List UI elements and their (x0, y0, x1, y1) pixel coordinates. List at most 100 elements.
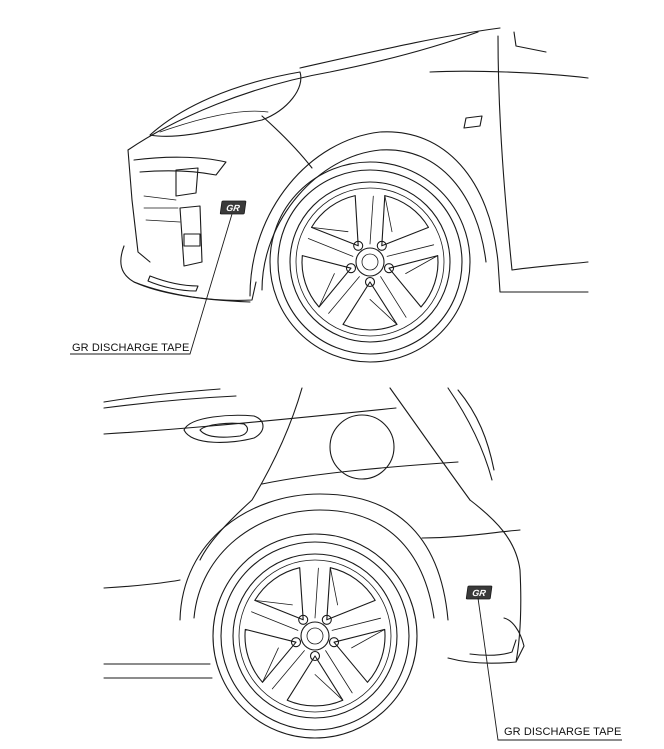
rear-lug-nut (309, 650, 321, 662)
front-tire-outer (269, 161, 471, 363)
rear-rim-outer (232, 553, 398, 719)
rear-bumper (447, 617, 525, 664)
front-callout-leader (70, 213, 233, 355)
rear-fender-outer (469, 499, 522, 663)
rear-hub (300, 621, 330, 651)
front-rim-outer (289, 181, 451, 343)
rear-rim-lip (238, 559, 392, 713)
front-lug-nut (364, 276, 376, 288)
window-line-1 (103, 388, 221, 403)
front-callout-label: GR DISCHARGE TAPE (72, 342, 190, 354)
front-wheel-pocket (310, 195, 359, 247)
rear-wheel-arch (179, 493, 449, 621)
rear-pocket-contour (351, 629, 386, 649)
rear-wheel-pocket (326, 567, 376, 621)
front-lug-nut (376, 240, 387, 251)
side-marker (463, 115, 483, 129)
rear-lug-nut (298, 614, 309, 625)
front-wheel-arch (249, 131, 499, 297)
splitter-slot (147, 275, 199, 292)
rear-lug-nut (321, 614, 332, 625)
a-pillar (497, 35, 513, 271)
rocker-line (497, 261, 589, 293)
front-wheel-spokes (301, 195, 439, 331)
gr-badge-rear-text: GR (472, 588, 487, 598)
front-wheel-pocket (388, 255, 439, 308)
door-top (513, 31, 547, 53)
fender-top-line (429, 70, 589, 79)
rear-pocket-contour (254, 600, 293, 606)
front-hub (355, 247, 385, 277)
hood-crease (299, 27, 501, 69)
front-duct-upper (175, 167, 199, 197)
rear-spoke-split (271, 650, 305, 690)
front-hub-cap (361, 253, 379, 271)
front-intake-outer (133, 156, 227, 176)
rear-wheel-spokes (244, 567, 386, 707)
headlight-inner (159, 110, 269, 133)
fender-crease (261, 115, 313, 169)
rear-wheel-arch-inner (193, 509, 435, 619)
roof-rear (447, 387, 493, 481)
rear-tire-outer (212, 533, 418, 739)
side-skirt-upper (103, 579, 181, 589)
front-lug-nut (353, 240, 364, 251)
door-handle-outer (183, 414, 264, 443)
gr-badge-front-text: GR (226, 203, 241, 213)
rear-pocket-contour (329, 567, 338, 606)
intake-slats (143, 195, 181, 223)
gr-badge-rear: GR (465, 585, 493, 600)
front-splitter (120, 245, 257, 301)
door-bottom (511, 261, 589, 271)
front-duct-lower (179, 205, 203, 267)
quarter-crease (261, 461, 459, 485)
rear-lug-nut (328, 637, 340, 648)
front-wheel-pocket (381, 195, 430, 247)
front-lug-nut (345, 263, 357, 274)
front-spoke-split (328, 276, 360, 314)
front-wheel-pocket (301, 255, 352, 308)
rear-corner-view: GR (103, 387, 622, 741)
door-handle-inner (199, 422, 249, 438)
rear-diffuser (469, 639, 517, 656)
front-spoke-split (380, 276, 407, 318)
front-pocket-contour (384, 195, 393, 233)
front-fascia (127, 149, 151, 263)
front-pocket-contour (405, 255, 439, 274)
rear-wheel-pocket (333, 628, 386, 683)
front-pocket-contour (369, 299, 398, 325)
rear-spoke-split (251, 611, 299, 631)
rear-wheel-pocket (286, 655, 344, 707)
hood-edge (127, 31, 479, 151)
front-lug-nut (383, 263, 395, 274)
window-line-2 (103, 395, 237, 409)
splitter-lower (133, 281, 251, 303)
rear-callout-leader (477, 597, 622, 741)
front-pocket-contour (311, 227, 349, 233)
rear-pocket-contour (314, 674, 344, 701)
door-beltline (103, 407, 397, 435)
front-lug-nuts (345, 240, 395, 288)
rear-tire-sidewall (220, 541, 410, 731)
front-rim-lip (295, 187, 445, 337)
front-corner-view: GR (70, 27, 589, 363)
rear-wheel-pocket (244, 628, 297, 683)
rear-fender-line (421, 529, 521, 539)
headlight (149, 71, 302, 137)
rear-callout-label: GR DISCHARGE TAPE (504, 726, 622, 738)
c-pillar-rear (389, 387, 471, 501)
front-tire-sidewall (277, 169, 463, 355)
rear-spoke-split (325, 650, 353, 694)
rear-lug-nut (290, 637, 302, 648)
front-spoke-split (369, 195, 374, 245)
rear-hub-cap (306, 627, 324, 645)
front-spoke-split (307, 238, 354, 257)
c-pillar-front (199, 387, 303, 561)
front-wheel-pocket (342, 281, 398, 331)
front-pocket-contour (318, 273, 335, 308)
front-wheel-arch-inner (261, 149, 487, 291)
rear-spoke-split (331, 617, 381, 631)
gr-badge-front: GR (219, 200, 247, 215)
rear-pocket-contour (262, 647, 279, 683)
